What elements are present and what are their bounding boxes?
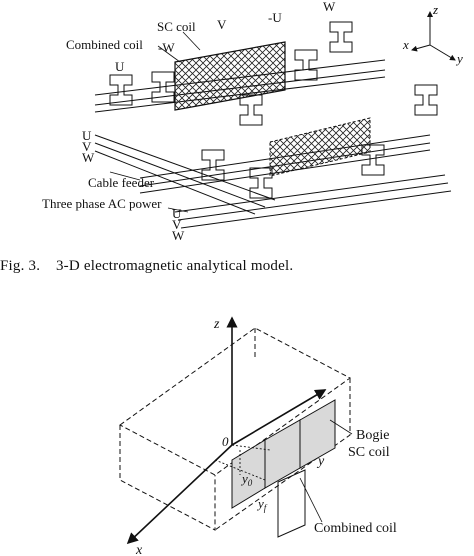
axes-3d-bottom bbox=[126, 316, 327, 545]
figure-3-diagram: SC coil Combined coil -W V -U W U U V W … bbox=[42, 0, 463, 243]
label-v-bottom: V bbox=[172, 217, 182, 232]
axis-x-label-bottom: x bbox=[135, 543, 143, 556]
bogie-sc-coils bbox=[231, 399, 336, 509]
label-neg-u: -U bbox=[268, 10, 282, 25]
label-combined-coil: Combined coil bbox=[66, 37, 143, 52]
sc-coil-upper bbox=[174, 41, 286, 111]
label-y0: y0 bbox=[240, 471, 253, 488]
origin-label: 0 bbox=[222, 434, 229, 449]
label-cable-feeder: Cable feeder bbox=[88, 175, 155, 190]
combined-coil-rect bbox=[277, 469, 306, 538]
sc-coil-lower bbox=[269, 117, 371, 177]
label-sc-coil: SC coil bbox=[157, 19, 196, 34]
label-v-feed: V bbox=[82, 139, 92, 154]
caption-number: Fig. 3. bbox=[0, 258, 41, 274]
coordinate-model-diagram: z y x 0 Bogie SC coil Combined coil y0 y… bbox=[119, 316, 397, 556]
axis-y-label-bottom: y bbox=[316, 454, 325, 469]
label-w-bottom: W bbox=[172, 228, 185, 243]
label-w-feed: W bbox=[82, 150, 95, 165]
label-sc-coil-bottom: SC coil bbox=[348, 445, 390, 460]
axis-z-label-top: z bbox=[432, 2, 438, 17]
label-w-top: W bbox=[323, 0, 336, 14]
figure-3-caption: Fig. 3. 3-D electromagnetic analytical m… bbox=[0, 258, 474, 275]
axis-x-label-top: x bbox=[402, 37, 409, 52]
caption-text: 3-D electromagnetic analytical model. bbox=[55, 258, 294, 274]
label-u-left: U bbox=[115, 59, 125, 74]
label-v-top: V bbox=[217, 17, 227, 32]
axis-y-label-top: y bbox=[455, 51, 463, 66]
label-neg-w: -W bbox=[158, 40, 175, 55]
label-u-feed: U bbox=[82, 128, 92, 143]
dimension-lines bbox=[214, 444, 271, 481]
label-u-bottom: U bbox=[172, 206, 182, 221]
label-combined-coil-bottom: Combined coil bbox=[314, 521, 397, 536]
axis-z-label-bottom: z bbox=[213, 317, 220, 332]
label-three-phase: Three phase AC power bbox=[42, 196, 162, 211]
axes-3d-top bbox=[411, 11, 456, 61]
label-bogie: Bogie bbox=[356, 428, 389, 443]
label-yf: yf bbox=[256, 496, 268, 513]
cable-feeder-lines bbox=[94, 134, 452, 229]
combined-coils bbox=[109, 21, 438, 199]
